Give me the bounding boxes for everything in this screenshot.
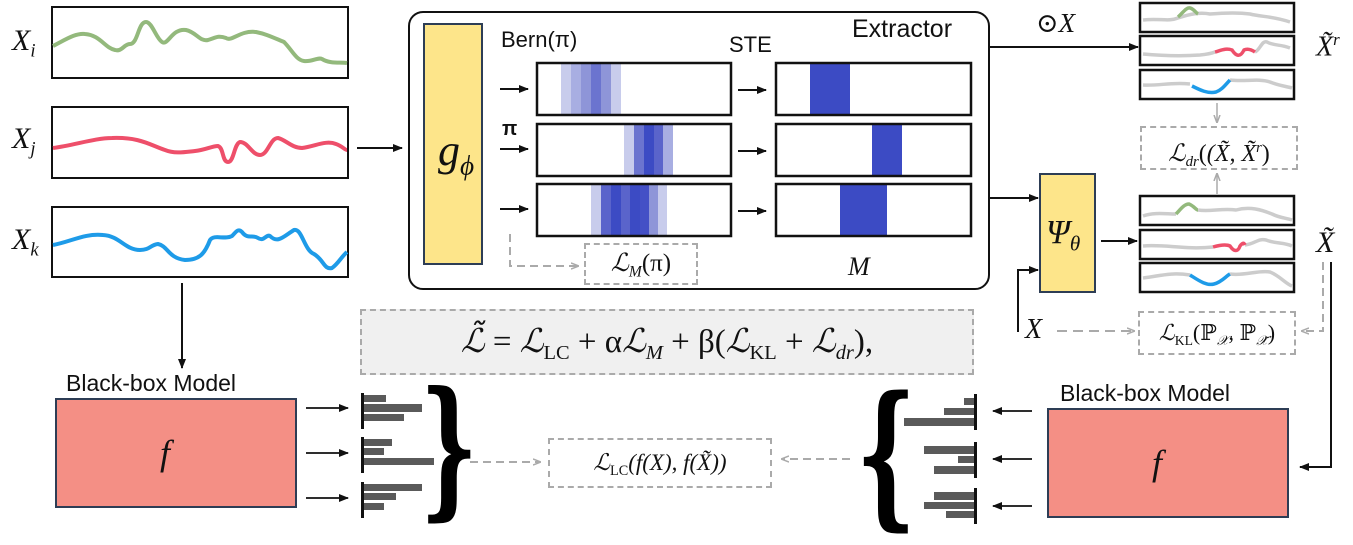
- blackbox-left-title: Black-box Model: [66, 370, 237, 396]
- label-x-k: Xk: [12, 223, 39, 261]
- mask-1: [774, 61, 973, 117]
- kl-loss: ℒKL(ℙ𝒳, ℙ𝒳̃): [1138, 311, 1296, 355]
- mask-loss: ℒM(π): [584, 243, 698, 285]
- extractor-title: Extractor: [852, 15, 953, 43]
- blackbox-left-label: f: [160, 433, 171, 473]
- brace-left-icon: {: [856, 362, 917, 545]
- mask-3: [774, 182, 973, 238]
- bernoulli-label: Bern(π): [501, 27, 578, 52]
- pi-label: π: [502, 118, 518, 140]
- ste-label: STE: [729, 32, 772, 57]
- input-series-k: [51, 206, 349, 278]
- bernoulli-sample-1: [535, 61, 733, 117]
- mask-label: M: [848, 252, 870, 281]
- bars-left: [361, 393, 434, 518]
- mask-2: [774, 122, 973, 178]
- blackbox-right-label: f: [1152, 443, 1163, 483]
- reference-series: [1138, 1, 1296, 101]
- label-x-i: Xi: [12, 24, 36, 62]
- psi-block: [1039, 173, 1096, 293]
- blackbox-left-block: [55, 398, 297, 508]
- perturbed-series: [1138, 194, 1296, 294]
- input-series-j: [51, 106, 349, 179]
- perturbed-label: X̃: [1316, 226, 1335, 259]
- arrow-to-blackbox-right: [1299, 262, 1332, 471]
- generator-block: [423, 23, 483, 265]
- diagram-canvas: [51, 1, 1332, 524]
- brace-right-icon: }: [420, 359, 478, 535]
- bernoulli-sample-2: [535, 122, 733, 178]
- bernoulli-sample-3: [535, 182, 733, 238]
- objective-formula: ℒ̃ = ℒLC + αℒM + β(ℒKL + ℒdr),: [360, 309, 974, 375]
- reference-label: X̃r: [1316, 30, 1340, 63]
- blackbox-right-title: Black-box Model: [1060, 380, 1231, 406]
- x-label: X: [1025, 314, 1043, 345]
- lc-loss: ℒLC(f(X), f(X̃)): [548, 438, 772, 488]
- input-series-i: [51, 6, 349, 79]
- blackbox-right-block: [1047, 408, 1289, 518]
- bars-right: [904, 394, 977, 524]
- generator-label: gϕ: [438, 126, 475, 181]
- label-x-j: Xj: [12, 122, 36, 160]
- elementwise-operator: ⊙X: [1036, 8, 1076, 38]
- distribution-reference-loss: ℒdr((X̃, X̃r): [1140, 126, 1298, 170]
- psi-label: Ψθ: [1046, 214, 1081, 256]
